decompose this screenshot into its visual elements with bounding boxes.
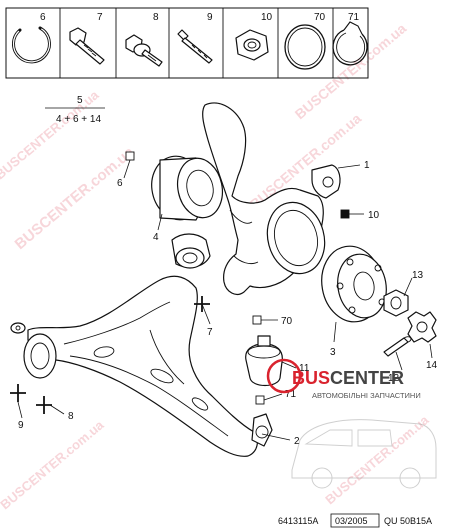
formula-bottom: 4 + 6 + 14 [56, 114, 101, 125]
footer-ref: 6413115A [278, 516, 318, 526]
brand-logo-icon [266, 358, 302, 394]
watermark-text: BUSCENTER.com.ua [12, 143, 138, 253]
callout-10: 10 [368, 210, 380, 221]
square-marker-71 [255, 395, 265, 405]
strip-label-9: 9 [207, 12, 213, 23]
parts-strip: 6 7 8 9 10 70 71 [5, 7, 369, 79]
strip-frame [5, 7, 369, 79]
watermark-text: BUSCENTER.com.ua [292, 20, 410, 122]
fastener-markers [10, 151, 350, 414]
snap-ring-icon [12, 26, 51, 64]
strip-label-7: 7 [97, 12, 103, 23]
lock-cap [407, 311, 437, 343]
callout-12: 12 [388, 373, 400, 384]
o-ring-icon [284, 24, 326, 70]
cross-marker-8 [36, 396, 52, 414]
long-screw-icon [177, 29, 213, 64]
strip-label-10: 10 [261, 12, 273, 23]
watermark-text: BUSCENTER.com.ua [0, 417, 107, 513]
flange-bolt-icon [69, 27, 105, 65]
footer-date: 03/2005 [335, 516, 368, 526]
callout-11: 11 [299, 363, 310, 374]
callout-9: 9 [18, 420, 24, 431]
callout-2: 2 [294, 436, 300, 447]
callout-71: 71 [285, 389, 297, 400]
brand-subtitle: АВТОМОБІЛЬНІ ЗАПЧАСТИНИ [312, 391, 421, 400]
square-marker-6 [125, 151, 135, 161]
cross-marker-9 [10, 384, 26, 402]
watermark-text: BUSCENTER.com.ua [322, 412, 432, 508]
formula-top: 5 [77, 95, 83, 106]
brand-prefix: BUS [292, 368, 330, 388]
square-marker-70 [252, 315, 262, 325]
watermark-text: BUSCENTER.com.ua [0, 87, 102, 183]
strip-label-8: 8 [153, 12, 159, 23]
callout-13: 13 [412, 270, 424, 281]
lower-control-arm [23, 233, 258, 457]
callout-14: 14 [426, 360, 438, 371]
callout-7: 7 [207, 327, 213, 338]
ball-joint [245, 335, 283, 447]
hub-nut [383, 289, 409, 317]
callout-70: 70 [281, 316, 293, 327]
van-watermark-icon [291, 419, 437, 489]
footer-date-box [330, 513, 380, 528]
callout-8: 8 [68, 411, 74, 422]
callout-3: 3 [330, 347, 336, 358]
callout-4: 4 [153, 232, 159, 243]
brand-name: BUSCENTER [292, 368, 404, 388]
callout-1: 1 [364, 160, 370, 171]
callout-labels: 1 2 3 4 6 7 8 9 10 11 12 13 14 70 71 [18, 160, 438, 447]
callout-6: 6 [117, 178, 123, 189]
washer-icon [10, 322, 26, 334]
steering-knuckle [202, 102, 341, 295]
leader-lines [17, 159, 433, 441]
bolt-washer-icon [125, 34, 163, 67]
brand-badge: BUSCENTER АВТОМОБІЛЬНІ ЗАПЧАСТИНИ [266, 358, 421, 400]
brand-suffix: CENTER [330, 368, 404, 388]
hex-nut-icon [235, 29, 269, 61]
square-marker-10 [340, 209, 350, 219]
kit-formula: 5 4 + 6 + 14 [45, 95, 105, 125]
wheel-bearing [151, 155, 224, 221]
cotter-pin-icon [383, 336, 412, 357]
strip-label-6: 6 [40, 12, 46, 23]
strip-label-70: 70 [314, 12, 326, 23]
footer-reference: 6413115A 03/2005 QU 50B15A [278, 513, 432, 528]
clamp-ring-icon [332, 21, 368, 66]
footer-code: QU 50B15A [384, 516, 432, 526]
strip-label-71: 71 [348, 12, 360, 23]
wheel-hub [321, 245, 387, 323]
